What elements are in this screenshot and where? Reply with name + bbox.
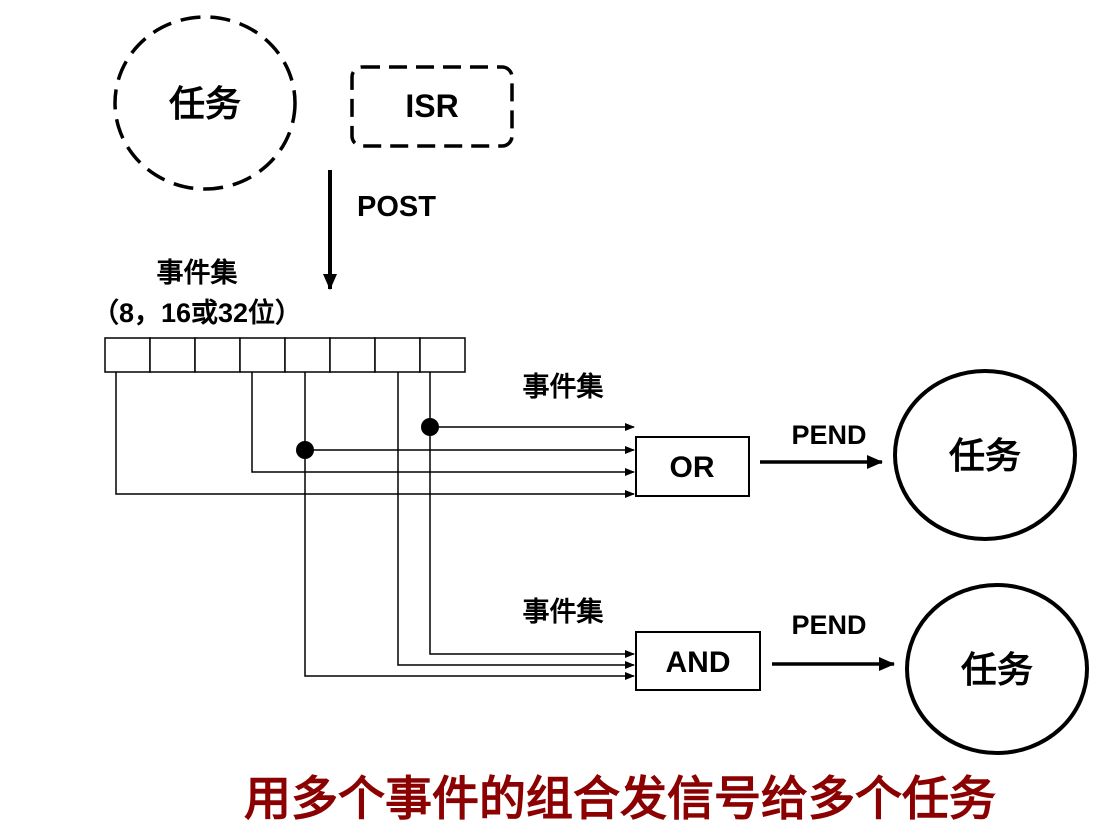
event-set-register bbox=[104, 337, 466, 373]
and-gate-label: AND bbox=[666, 646, 731, 679]
wire-bit6-to-and bbox=[304, 450, 635, 680]
or-input-label: 事件集 bbox=[523, 371, 605, 402]
isr: ISR bbox=[350, 65, 514, 148]
or-gate-label: OR bbox=[670, 451, 715, 484]
event-set-width: （8，16或32位） bbox=[92, 297, 302, 328]
event-bit-cell bbox=[284, 337, 331, 373]
event-bit-cell bbox=[149, 337, 196, 373]
wire-bit1-to-or bbox=[115, 372, 635, 498]
wiring bbox=[115, 372, 635, 680]
wire-bit4-to-or bbox=[251, 372, 635, 476]
or-target-task-label: 任务 bbox=[949, 435, 1021, 476]
source-task-circle bbox=[113, 15, 297, 191]
or-pend-label: PEND bbox=[791, 420, 866, 450]
event-bit-cell bbox=[194, 337, 241, 373]
junction-dot bbox=[296, 441, 314, 459]
post-label: POST bbox=[357, 191, 436, 223]
event-bit-cell bbox=[419, 337, 466, 373]
and-target-task-circle bbox=[905, 583, 1089, 755]
source-task-label: 任务 bbox=[169, 83, 241, 124]
event-bit-cell bbox=[239, 337, 286, 373]
caption: 用多个事件的组合发信号给多个任务 bbox=[244, 772, 996, 827]
or-target-task-circle bbox=[893, 369, 1077, 541]
and-input-label: 事件集 bbox=[523, 596, 605, 627]
or-gate-box bbox=[635, 436, 750, 497]
wire-bit8-to-and bbox=[429, 427, 635, 658]
source-task: 任务 bbox=[113, 15, 297, 191]
event-set-title: 事件集 bbox=[157, 257, 239, 288]
and-gate-box bbox=[635, 631, 761, 691]
event-bit-cell bbox=[374, 337, 421, 373]
junction-dot bbox=[421, 418, 439, 436]
and-pend-label: PEND bbox=[791, 610, 866, 640]
and-target-task-label: 任务 bbox=[961, 649, 1033, 690]
isr-box bbox=[350, 65, 514, 148]
wire-bit7-to-and bbox=[397, 372, 635, 669]
isr-label: ISR bbox=[405, 88, 458, 124]
event-bit-cell bbox=[104, 337, 151, 373]
event-bit-cell bbox=[329, 337, 376, 373]
